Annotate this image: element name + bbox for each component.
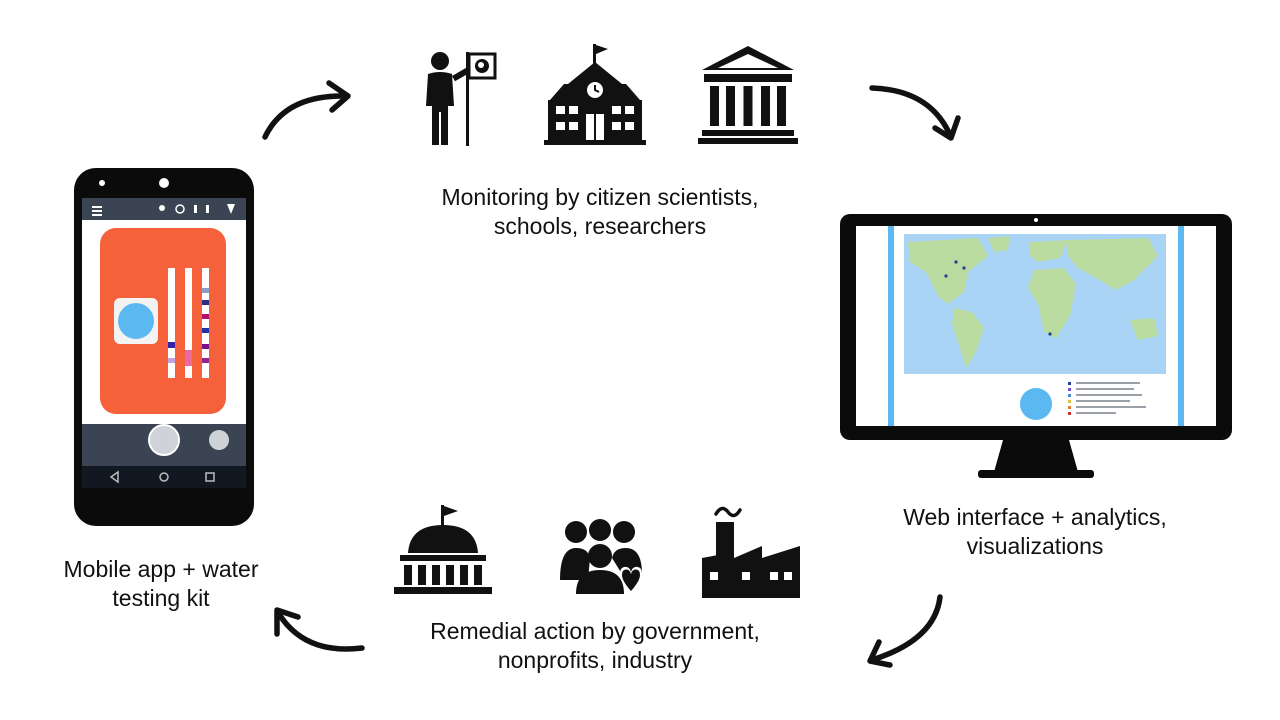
- remedial-caption: Remedial action by government, nonprofit…: [430, 618, 760, 673]
- web-caption: Web interface + analytics, visualization…: [903, 504, 1167, 559]
- mobile-phone: [72, 166, 256, 528]
- institution-building-icon: [698, 44, 798, 144]
- arrow-phone-to-monitoring: [262, 80, 351, 140]
- government-capitol-icon: [392, 503, 494, 595]
- citizen-scientist-with-flag-icon: [410, 48, 500, 148]
- mobile-caption: Mobile app + water testing kit: [63, 556, 259, 611]
- arrow-monitoring-to-web: [869, 85, 961, 141]
- community-people-heart-icon: [558, 518, 644, 600]
- school-building-icon: [542, 42, 648, 148]
- monitoring-caption: Monitoring by citizen scientists, school…: [441, 184, 759, 239]
- arrow-remedial-to-phone: [274, 607, 365, 652]
- arrow-web-to-remedial: [867, 594, 943, 668]
- factory-icon: [700, 502, 804, 602]
- desktop-monitor: [838, 212, 1234, 480]
